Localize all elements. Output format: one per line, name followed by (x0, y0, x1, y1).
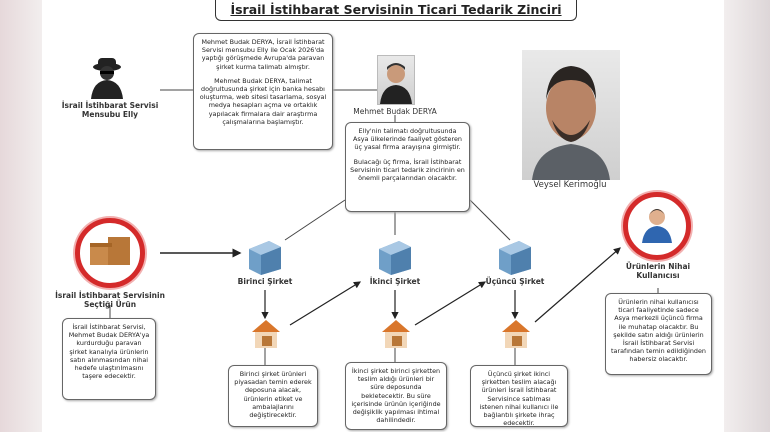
user-icon (642, 209, 672, 243)
company1-box: Birinci şirket ürünleri piyasadan temin … (228, 365, 318, 427)
arrow-warehouse3-enduser (534, 247, 621, 323)
derya-text-1: Mehmet Budak DERYA, İsrail İstihbarat Se… (201, 38, 325, 71)
end-user-circle (623, 192, 691, 260)
warehouse1-icon (250, 318, 282, 348)
veysel-photo (522, 50, 620, 180)
spy-icon (85, 55, 129, 99)
company1-label: Birinci Şirket (237, 277, 293, 286)
line-mid-company1 (284, 199, 346, 241)
product-circle (75, 218, 145, 288)
derya-mid-text-1: Elly'nin talimatı doğrultusunda Asya ülk… (353, 127, 462, 152)
company2-box: İkinci şirket birinci şirketten teslim a… (345, 362, 447, 430)
arrow-warehouse1-company2 (289, 281, 362, 326)
product-box: İsrail İstihbarat Servisi, Mehmet Budak … (62, 318, 156, 400)
veysel-label: Veysel Kerimoğlu (533, 180, 607, 190)
derya-text-2: Mehmet Budak DERYA, talimat doğrultusund… (199, 76, 327, 126)
warehouse2-icon (380, 318, 412, 348)
company3-building-icon (495, 235, 535, 275)
derya-instructions-box: Mehmet Budak DERYA, İsrail İstihbarat Se… (193, 33, 333, 150)
page-title: İsrail İstihbarat Servisinin Ticari Teda… (215, 0, 577, 21)
company2-label: İkinci Şirket (369, 277, 421, 286)
blurred-right-margin (724, 0, 770, 432)
company2-building-icon (375, 235, 415, 275)
end-user-box: Ürünlerin nihai kullanıcısı ticari faali… (605, 293, 712, 375)
product-label: İsrail İstihbarat Servisinin Seçtiği Ürü… (55, 291, 165, 309)
company1-building-icon (245, 235, 285, 275)
blurred-left-margin (0, 0, 42, 432)
derya-label: Mehmet Budak DERYA (353, 107, 437, 116)
line-mid-company3 (469, 199, 511, 241)
end-user-label: Ürünlerin Nihai Kullanıcısı (625, 262, 691, 280)
derya-mid-text-2: Bulacağı üç firma, İsrail İstihbarat Ser… (350, 157, 465, 183)
boxes-icon (90, 237, 130, 265)
company3-box: Üçüncü şirket ikinci şirketten teslim al… (470, 365, 568, 427)
arrow-warehouse2-company3 (414, 281, 487, 326)
derya-search-box: Elly'nin talimatı doğrultusunda Asya ülk… (345, 122, 470, 212)
elly-label: İsrail İstihbarat Servisi Mensubu Elly (61, 101, 159, 119)
derya-photo (377, 55, 415, 105)
warehouse3-icon (500, 318, 532, 348)
company3-label: Üçüncü Şirket (485, 277, 545, 286)
